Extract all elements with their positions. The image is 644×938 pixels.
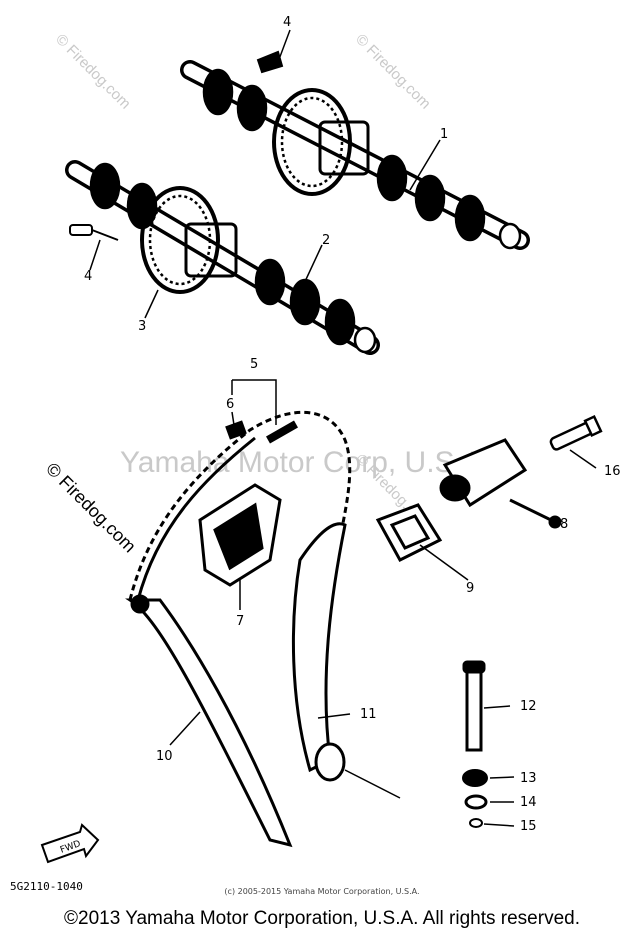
- callout-7: 7: [236, 614, 244, 629]
- callout-1-top: 1: [440, 127, 448, 142]
- camshaft-upper: [180, 60, 530, 250]
- chain-guide-10: [125, 594, 293, 848]
- callout-15: 15: [520, 819, 537, 834]
- fwd-arrow: FWD: [40, 823, 100, 864]
- callout-4-top: 4: [283, 15, 291, 30]
- callout-13: 13: [520, 771, 537, 786]
- watermark-firedog-2: © Firedog.com: [352, 31, 434, 113]
- gasket-9: [375, 503, 443, 562]
- callout-5: 5: [250, 357, 258, 372]
- washer-15: [469, 818, 483, 828]
- part-code: 5G2110-1040: [10, 880, 83, 893]
- chain-joint-5: [266, 420, 298, 444]
- watermark-firedog-1: © Firedog.com: [52, 31, 134, 113]
- watermark-center: Yamaha Motor Corp, U.S.A.: [120, 446, 491, 479]
- footer-copyright: ©2013 Yamaha Motor Corporation, U.S.A. A…: [64, 908, 580, 929]
- cam-chain: [128, 410, 352, 601]
- rod-12: [462, 660, 486, 752]
- chain-guide-7: [198, 483, 282, 587]
- chain-guide-11: [291, 522, 347, 782]
- callout-6: 6: [226, 397, 234, 412]
- callout-12: 12: [520, 699, 537, 714]
- washer-14: [464, 794, 488, 810]
- callout-16: 16: [604, 464, 621, 479]
- bolt-4-upper: [256, 50, 284, 74]
- callout-9: 9: [466, 581, 474, 596]
- bolt-16: [549, 414, 603, 451]
- callout-8: 8: [560, 517, 568, 532]
- callout-10: 10: [156, 749, 173, 764]
- footer-small-print: (c) 2005-2015 Yamaha Motor Corporation, …: [224, 887, 420, 896]
- camshaft-lower: [65, 160, 380, 355]
- bolt-4-lower: [69, 224, 119, 241]
- callout-2: 2: [322, 233, 330, 248]
- callout-14: 14: [520, 795, 537, 810]
- tensioner-8: [439, 438, 562, 529]
- callout-4: 4: [84, 269, 92, 284]
- callout-3: 3: [138, 319, 146, 334]
- bolt-13: [462, 769, 488, 787]
- leader-lines: [89, 29, 597, 827]
- callout-11: 11: [360, 707, 377, 722]
